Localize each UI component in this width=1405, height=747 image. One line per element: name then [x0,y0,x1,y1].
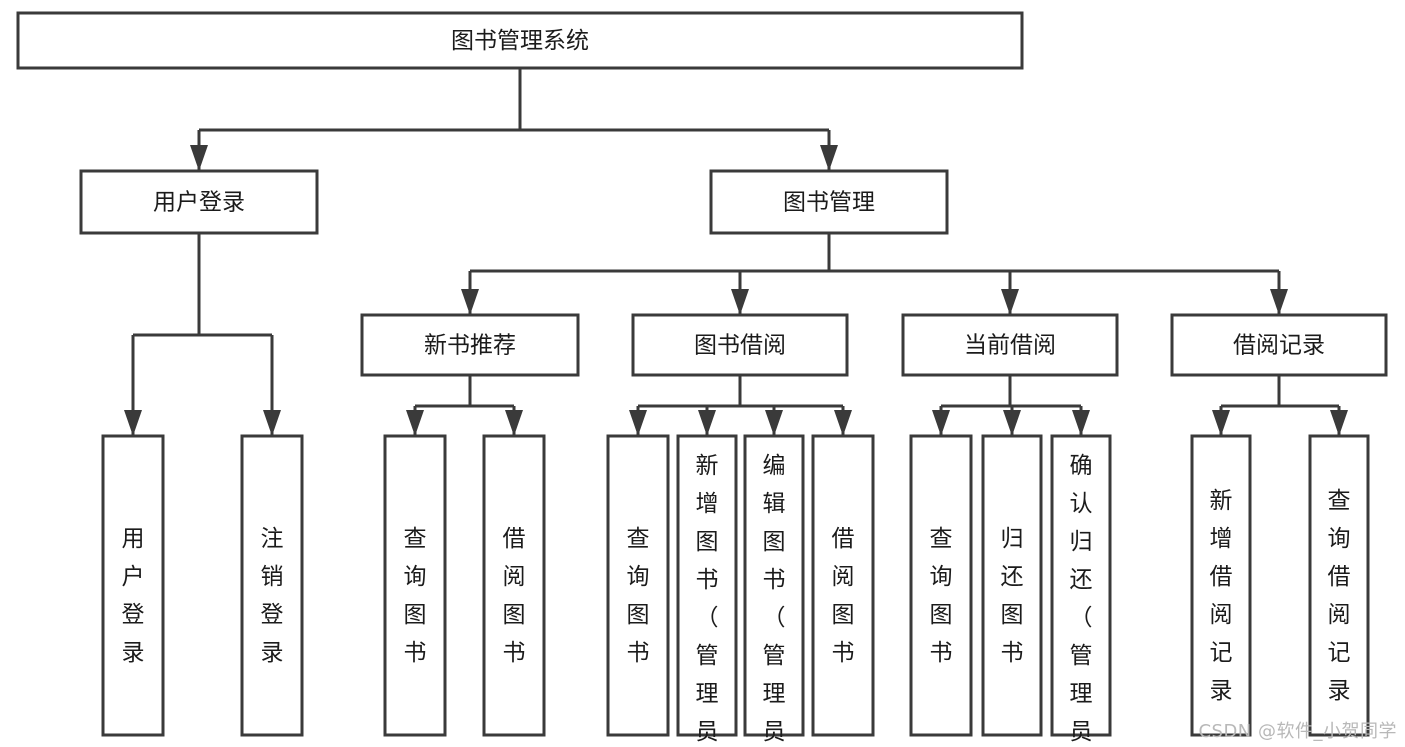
arrow-head-icon [505,410,523,436]
node-box-root [16,11,1024,70]
node-book-manage[interactable]: 图书管理 [709,169,949,235]
node-book-borrow[interactable]: 图书借阅 [631,313,849,377]
node-box-leaf-edit-book [743,434,805,737]
node-current-borrow[interactable]: 当前借阅 [901,313,1119,377]
arrow-head-icon [1001,289,1019,315]
node-box-current-borrow [901,313,1119,377]
node-leaf-borrow-book-2[interactable]: 借阅图书 [811,434,875,737]
node-box-leaf-return-book [981,434,1043,737]
node-leaf-query-book-3[interactable]: 查询图书 [909,434,973,737]
node-box-leaf-borrow-book-1 [482,434,546,737]
node-box-book-borrow [631,313,849,377]
node-leaf-add-book[interactable]: 新增图书（管理员） [676,434,738,747]
arrow-head-icon [834,410,852,436]
node-box-leaf-logout [240,434,304,737]
arrow-head-icon [698,410,716,436]
node-leaf-borrow-book-1[interactable]: 借阅图书 [482,434,546,737]
node-layer: 图书管理系统用户登录图书管理新书推荐图书借阅当前借阅借阅记录用户登录注销登录查询… [16,11,1388,747]
arrow-head-icon [1072,410,1090,436]
node-box-borrow-record [1170,313,1388,377]
node-label-leaf-user-login: 用户登录 [122,526,145,666]
node-leaf-return-book[interactable]: 归还图书 [981,434,1043,737]
node-label-book-manage: 图书管理 [783,190,875,216]
node-label-leaf-return-book: 归还图书 [1001,526,1024,666]
arrow-head-icon [1330,410,1348,436]
node-leaf-edit-book[interactable]: 编辑图书（管理员） [743,434,805,747]
node-leaf-add-record[interactable]: 新增借阅记录 [1190,434,1252,737]
node-leaf-user-login[interactable]: 用户登录 [101,434,165,737]
arrow-head-icon [1270,289,1288,315]
node-leaf-query-book-1[interactable]: 查询图书 [383,434,447,737]
node-label-leaf-query-book-2: 查询图书 [627,526,650,666]
node-box-leaf-confirm-return [1050,434,1112,737]
node-user-login[interactable]: 用户登录 [79,169,319,235]
node-label-leaf-borrow-book-1: 借阅图书 [503,526,526,666]
node-leaf-query-record[interactable]: 查询借阅记录 [1308,434,1370,737]
arrow-head-icon [263,410,281,436]
node-leaf-query-book-2[interactable]: 查询图书 [606,434,670,737]
arrow-head-icon [731,289,749,315]
node-box-leaf-add-book [676,434,738,737]
node-box-leaf-borrow-book-2 [811,434,875,737]
arrow-head-icon [1212,410,1230,436]
node-box-new-book-rec [360,313,580,377]
arrow-head-icon [1003,410,1021,436]
node-box-leaf-query-record [1308,434,1370,737]
node-box-user-login [79,169,319,235]
node-root[interactable]: 图书管理系统 [16,11,1024,70]
node-label-leaf-edit-book: 编辑图书（管理员） [763,453,786,747]
arrow-head-icon [124,410,142,436]
node-label-leaf-confirm-return: 确认归还（管理员） [1070,453,1093,747]
node-box-leaf-user-login [101,434,165,737]
node-label-book-borrow: 图书借阅 [694,333,786,359]
node-label-leaf-borrow-book-2: 借阅图书 [832,526,855,666]
node-label-borrow-record: 借阅记录 [1233,333,1325,359]
node-box-leaf-query-book-3 [909,434,973,737]
arrow-head-icon [820,145,838,171]
node-box-book-manage [709,169,949,235]
csdn-watermark: CSDN @软件_小贺同学 [1198,721,1397,742]
node-label-leaf-query-book-1: 查询图书 [404,526,427,666]
node-label-leaf-query-book-3: 查询图书 [930,526,953,666]
arrow-head-icon [461,289,479,315]
node-label-root: 图书管理系统 [451,28,589,54]
node-box-leaf-add-record [1190,434,1252,737]
node-box-leaf-query-book-1 [383,434,447,737]
node-leaf-logout[interactable]: 注销登录 [240,434,304,737]
arrow-head-icon [765,410,783,436]
node-box-leaf-query-book-2 [606,434,670,737]
arrow-head-icon [932,410,950,436]
node-label-leaf-query-record: 查询借阅记录 [1328,488,1351,704]
arrow-head-icon [406,410,424,436]
node-label-leaf-logout: 注销登录 [261,526,284,666]
arrow-head-icon [629,410,647,436]
node-leaf-confirm-return[interactable]: 确认归还（管理员） [1050,434,1112,747]
node-borrow-record[interactable]: 借阅记录 [1170,313,1388,377]
arrow-head-icon [190,145,208,171]
node-label-current-borrow: 当前借阅 [964,333,1056,359]
node-label-leaf-add-record: 新增借阅记录 [1210,488,1233,704]
node-label-new-book-rec: 新书推荐 [424,333,516,359]
connector-layer [124,68,1348,436]
node-label-leaf-add-book: 新增图书（管理员） [696,453,719,747]
node-new-book-rec[interactable]: 新书推荐 [360,313,580,377]
node-label-user-login: 用户登录 [153,190,245,216]
